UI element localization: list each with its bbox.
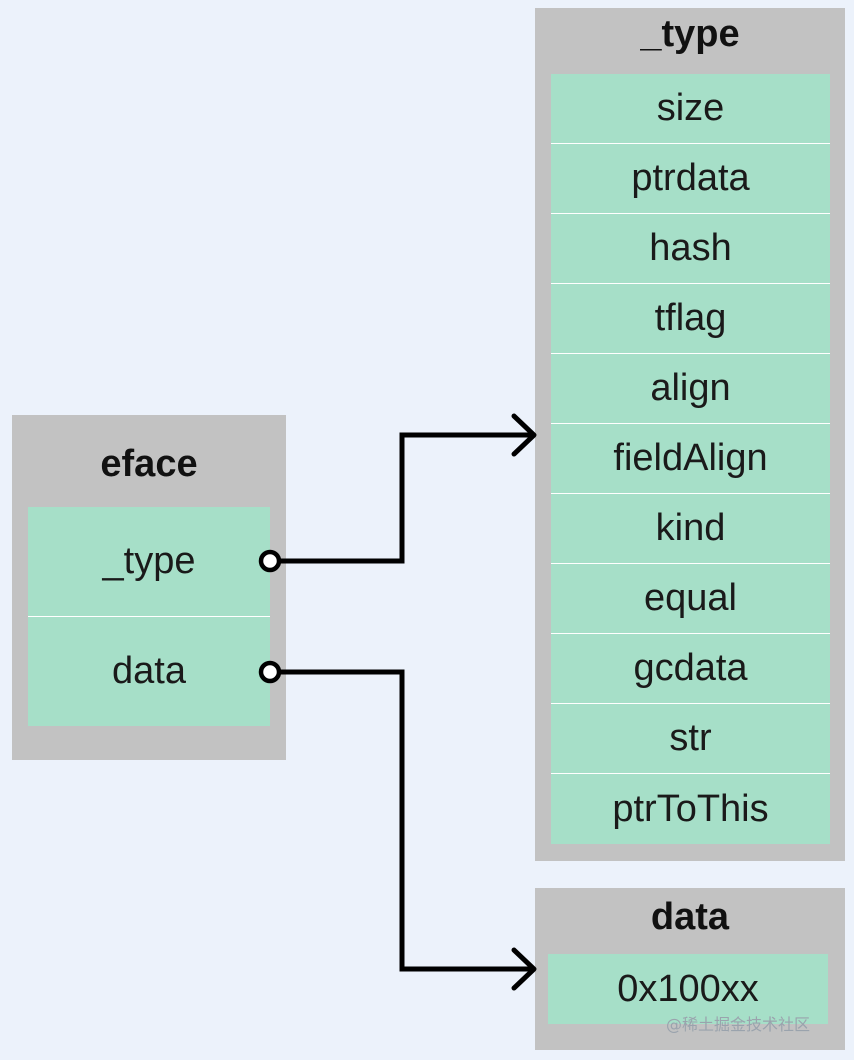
data-struct-title: data [650,896,730,938]
type-pointer-origin [258,549,282,573]
type-field-ptrtothis: ptrToThis [551,774,830,844]
type-field-size: size [551,74,830,144]
type-field-align: align [551,354,830,424]
type-field-kind: kind [551,494,830,564]
type-field-equal: equal [551,564,830,634]
data-field-value: 0x100xx [548,954,828,1024]
type-pointer-line [278,432,532,564]
data-struct-panel: data 0x100xx [535,888,845,1050]
type-struct-title: _type [640,13,740,55]
data-pointer-line [278,669,532,972]
watermark: @稀土掘金技术社区 [666,1015,811,1034]
type-field-hash: hash [551,214,830,284]
eface-field-type: _type [28,507,270,617]
type-struct-panel: _type size ptrdata hash tflag align fiel… [535,8,845,861]
eface-panel: eface _type data [12,415,286,760]
type-pointer-arrowhead [511,413,537,457]
type-field-gcdata: gcdata [551,634,830,704]
type-field-str: str [551,704,830,774]
data-pointer-arrowhead [511,947,537,991]
eface-field-data: data [28,617,270,726]
type-field-ptrdata: ptrdata [551,144,830,214]
eface-title: eface [100,443,198,485]
type-field-fieldalign: fieldAlign [551,424,830,494]
type-field-tflag: tflag [551,284,830,354]
data-pointer-origin [258,660,282,684]
